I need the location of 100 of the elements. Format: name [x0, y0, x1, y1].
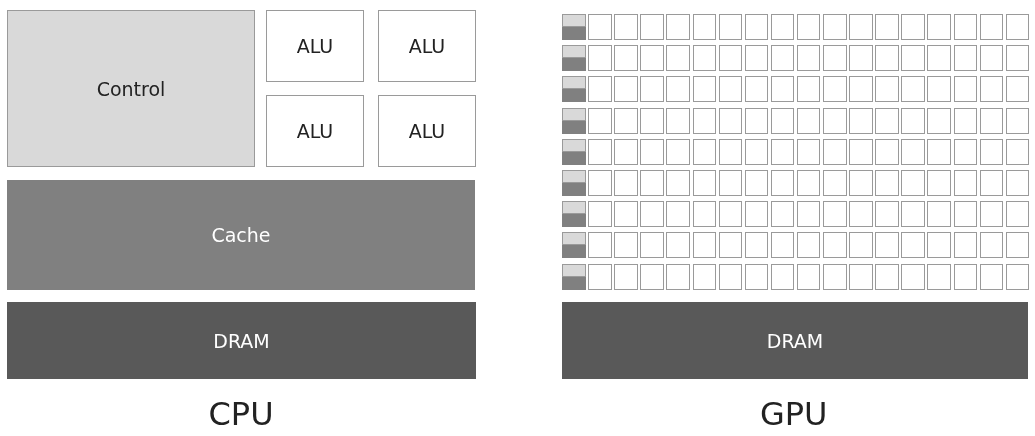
alu-block	[1005, 76, 1030, 103]
alu-block	[588, 138, 612, 165]
alu-block	[588, 170, 612, 196]
alu-block	[953, 107, 977, 134]
alu-block	[901, 76, 925, 103]
alu-block	[692, 201, 716, 228]
alu-block	[744, 232, 769, 259]
alu-block	[953, 232, 977, 259]
alu-block	[770, 263, 795, 290]
alu-block	[901, 45, 925, 72]
section-caption: GPU	[760, 398, 828, 430]
alu-block	[666, 138, 690, 165]
alu-block	[666, 232, 690, 259]
alu-block	[692, 45, 716, 72]
alu-block	[849, 45, 873, 72]
control-block	[562, 107, 586, 121]
alu-block	[718, 14, 743, 40]
alu-block	[692, 232, 716, 259]
alu-block	[953, 76, 977, 103]
alu-block	[823, 45, 847, 72]
alu-block	[953, 201, 977, 228]
alu-block	[979, 107, 1004, 134]
alu-block	[1005, 201, 1030, 228]
alu-block	[901, 170, 925, 196]
cache-block	[562, 89, 586, 103]
dram-block: DRAM	[7, 302, 476, 379]
control-block	[562, 138, 586, 152]
alu-block	[979, 76, 1004, 103]
alu-block	[796, 14, 821, 40]
alu-block	[1005, 170, 1030, 196]
alu-block	[718, 232, 743, 259]
alu-block	[875, 45, 899, 72]
alu-block	[718, 107, 743, 134]
alu-block	[640, 76, 664, 103]
alu-block	[927, 170, 951, 196]
alu-block	[979, 138, 1004, 165]
alu-block	[770, 232, 795, 259]
alu-block	[1005, 107, 1030, 134]
alu-block	[614, 138, 638, 165]
alu-block	[796, 201, 821, 228]
alu-block	[640, 201, 664, 228]
alu-block	[770, 170, 795, 196]
alu-block	[640, 232, 664, 259]
cache-block	[562, 58, 586, 72]
cache-block	[562, 245, 586, 259]
alu-block	[901, 232, 925, 259]
alu-block	[849, 201, 873, 228]
alu-block	[927, 14, 951, 40]
alu-block	[979, 263, 1004, 290]
alu-block	[1005, 138, 1030, 165]
alu-block	[953, 263, 977, 290]
alu-block	[796, 263, 821, 290]
alu-block	[875, 14, 899, 40]
alu-block	[666, 14, 690, 40]
alu-block	[588, 14, 612, 40]
alu-block	[796, 138, 821, 165]
alu-block	[901, 14, 925, 40]
alu-block	[666, 45, 690, 72]
alu-block	[927, 201, 951, 228]
control-block	[562, 232, 586, 246]
alu-block	[823, 170, 847, 196]
section-caption: CPU	[208, 398, 274, 430]
alu-block	[875, 232, 899, 259]
alu-block	[1005, 232, 1030, 259]
alu-block	[744, 107, 769, 134]
alu-block	[588, 263, 612, 290]
cache-block	[562, 214, 586, 228]
alu-block	[614, 170, 638, 196]
alu-block	[849, 232, 873, 259]
alu-block	[901, 201, 925, 228]
alu-block	[901, 263, 925, 290]
alu-block	[849, 76, 873, 103]
alu-block	[875, 201, 899, 228]
alu-block	[588, 201, 612, 228]
alu-block	[823, 232, 847, 259]
alu-block	[823, 201, 847, 228]
alu-block	[744, 263, 769, 290]
alu-block	[770, 201, 795, 228]
control-block	[562, 45, 586, 59]
alu-block	[614, 201, 638, 228]
alu-block	[849, 263, 873, 290]
control-block	[562, 76, 586, 90]
alu-block	[875, 107, 899, 134]
alu-block	[979, 170, 1004, 196]
alu-block	[614, 76, 638, 103]
alu-block	[823, 263, 847, 290]
alu-block	[770, 14, 795, 40]
alu-block	[927, 232, 951, 259]
alu-block	[640, 107, 664, 134]
alu-block	[796, 232, 821, 259]
alu-block	[901, 107, 925, 134]
alu-block	[692, 14, 716, 40]
alu-block	[823, 14, 847, 40]
alu-block	[953, 138, 977, 165]
dram-block: DRAM	[562, 302, 1028, 379]
alu-block	[796, 45, 821, 72]
cache-block	[562, 27, 586, 40]
alu-block	[927, 107, 951, 134]
alu-block	[1005, 14, 1030, 40]
alu-block	[692, 138, 716, 165]
